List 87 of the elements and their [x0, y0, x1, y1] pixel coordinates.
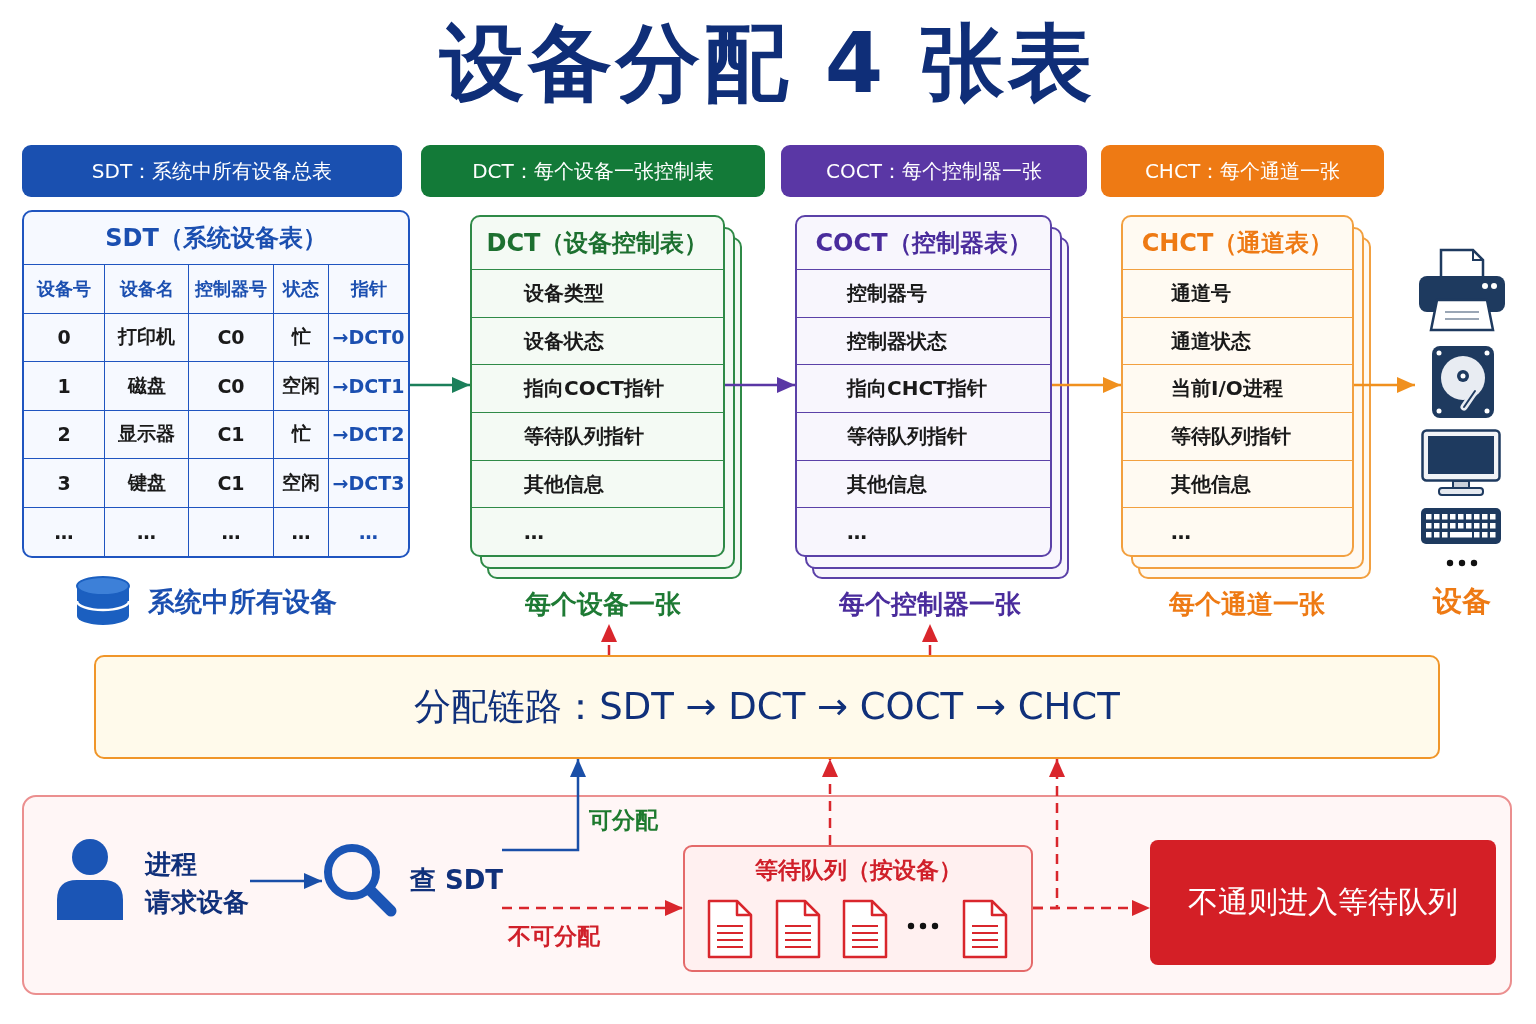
table-cell: 0: [24, 313, 105, 362]
table-cell: C1: [189, 459, 274, 508]
table-cell: 忙: [274, 410, 329, 459]
column-header: 设备名: [105, 265, 189, 314]
table-cell: 键盘: [105, 459, 189, 508]
region-panel: [22, 795, 1512, 995]
table-row: 当前I/O进程: [1123, 365, 1352, 413]
arrow: [502, 759, 586, 852]
table-row: 等待队列指针: [797, 413, 1050, 461]
table-cell: C1: [189, 410, 274, 459]
table-cell: →DCT3: [329, 459, 408, 508]
table-cell: 显示器: [105, 410, 189, 459]
header-banner: COCT：每个控制器一张: [781, 145, 1087, 197]
table-row: 其他信息: [472, 460, 723, 509]
table-cell: C0: [189, 362, 274, 411]
info-box: 分配链路：SDT → DCT → COCT → CHCT: [94, 655, 1440, 759]
arrow: [250, 873, 322, 889]
column-header: 设备号: [24, 265, 105, 314]
table-cell: →DCT2: [329, 410, 408, 459]
table-cell: →DCT1: [329, 362, 408, 411]
dashed-arrow: [822, 759, 838, 845]
column-header: 指针: [329, 265, 408, 314]
dashed-arrow: [601, 624, 617, 655]
node-label: 每个控制器一张: [839, 588, 1021, 621]
table-row-text: …: [1170, 518, 1192, 546]
table-cell: 磁盘: [105, 362, 189, 411]
table-cell: 1: [24, 362, 105, 411]
title: 设备分配 4 张表: [439, 13, 1097, 114]
dashed-arrow: [922, 624, 938, 655]
table-row: 等待队列指针: [472, 413, 723, 461]
panel-title: 等待队列（按设备）: [754, 856, 962, 885]
table-row: 通道状态: [1123, 317, 1352, 366]
edge-label: 可分配: [589, 806, 658, 835]
table-row-text: …: [523, 518, 545, 546]
table-row: 设备类型: [472, 270, 723, 318]
dashed-arrow: [1033, 759, 1065, 910]
table-cell-text: …: [358, 519, 379, 545]
table-row: 其他信息: [1123, 460, 1352, 509]
table-row: 其他信息: [797, 460, 1050, 509]
column-header: 状态: [274, 265, 329, 314]
node-label: 系统中所有设备: [148, 585, 337, 619]
arrow: [1052, 377, 1121, 393]
table-row: 设备状态: [472, 317, 723, 366]
node-label: 每个设备一张: [525, 588, 681, 621]
table-title: DCT（设备控制表）: [472, 217, 723, 270]
table-row: 指向CHCT指针: [797, 365, 1050, 413]
table-title: SDT（系统设备表）: [24, 212, 408, 265]
column-header: 控制器号: [189, 265, 274, 314]
table-title: CHCT（通道表）: [1123, 217, 1352, 270]
node-label: 设备: [1433, 583, 1491, 619]
alert-box: 不通则进入等待队列: [1150, 840, 1496, 965]
table-cell: …: [189, 507, 274, 556]
node-label: 请求设备: [145, 886, 249, 918]
table-row: 等待队列指针: [1123, 413, 1352, 461]
arrow: [1354, 377, 1415, 393]
table-card: [1121, 215, 1354, 557]
edge-label: 不可分配: [508, 922, 600, 951]
table-cell: …: [274, 507, 329, 556]
node-label: 进程: [145, 848, 197, 880]
table-cell: C0: [189, 313, 274, 362]
table-row: 指向COCT指针: [472, 365, 723, 413]
table-row: 通道号: [1123, 270, 1352, 318]
table-cell: 空闲: [274, 459, 329, 508]
header-banner: SDT：系统中所有设备总表: [22, 145, 402, 197]
data-table: [22, 210, 410, 558]
header-banner: DCT：每个设备一张控制表: [421, 145, 765, 197]
queue-panel: [683, 845, 1033, 972]
table-cell: …: [24, 507, 105, 556]
arrow: [725, 377, 795, 393]
header-banner: CHCT：每个通道一张: [1101, 145, 1384, 197]
table-cell: 忙: [274, 313, 329, 362]
table-row: 控制器状态: [797, 317, 1050, 366]
table-card: [795, 215, 1052, 557]
dashed-arrow: [502, 900, 683, 916]
node-label: 查 SDT: [410, 864, 504, 896]
table-cell: …: [105, 507, 189, 556]
table-cell: 空闲: [274, 362, 329, 411]
arrow: [410, 377, 470, 393]
table-row-text: …: [846, 518, 868, 546]
table-cell: 3: [24, 459, 105, 508]
table-title: COCT（控制器表）: [797, 217, 1050, 270]
table-row: 控制器号: [797, 270, 1050, 318]
table-cell: →DCT0: [329, 313, 408, 362]
table-cell: 打印机: [105, 313, 189, 362]
node-label: 每个通道一张: [1169, 588, 1325, 621]
table-card: [470, 215, 725, 557]
table-cell: 2: [24, 410, 105, 459]
